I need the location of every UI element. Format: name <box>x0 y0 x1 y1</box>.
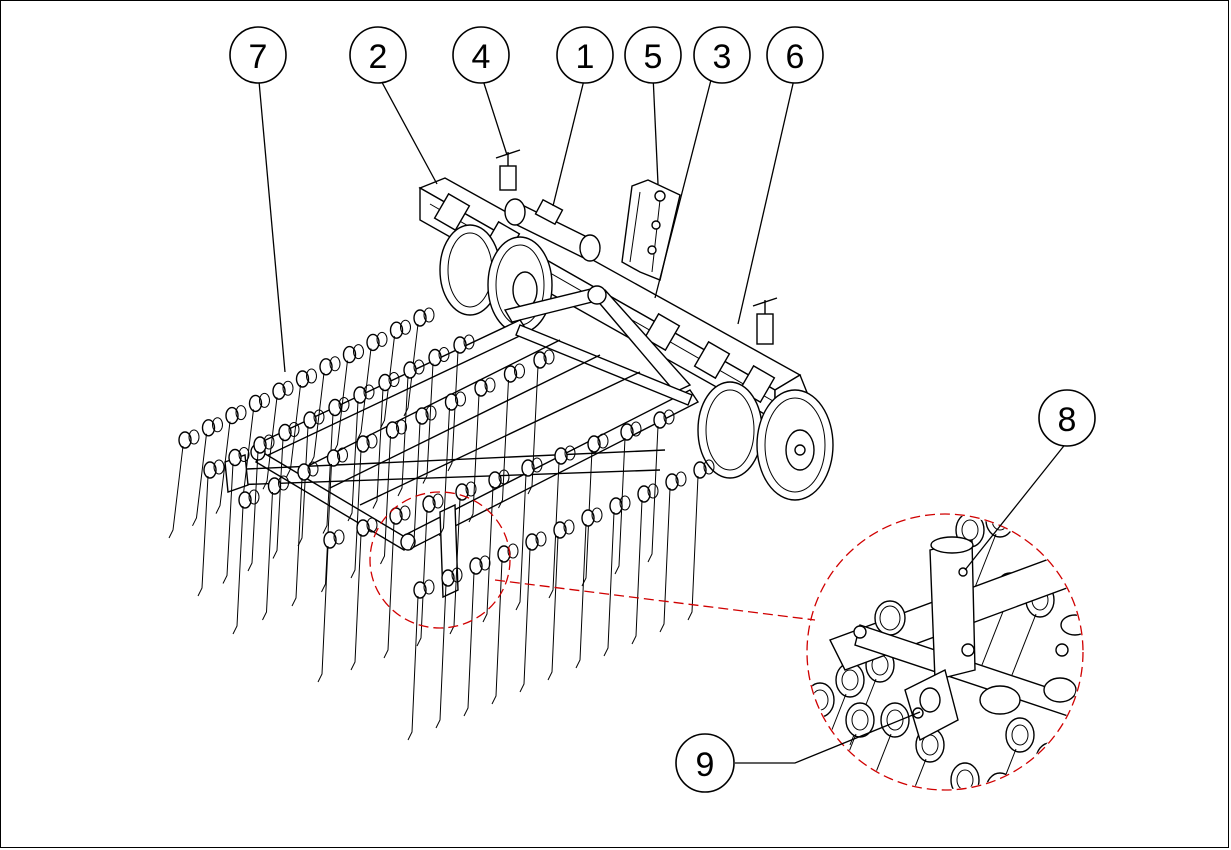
link-arms <box>503 285 692 393</box>
leader-9 <box>735 711 921 764</box>
depth-adjuster-right <box>752 297 778 345</box>
callout-1: 1 <box>556 26 614 84</box>
leader-2 <box>377 74 438 185</box>
leader-3 <box>654 75 713 299</box>
callout-6: 6 <box>766 26 824 84</box>
leader-5 <box>652 74 659 185</box>
callout-2: 2 <box>349 26 407 84</box>
tine-rows <box>168 307 715 741</box>
leader-lines <box>257 69 1068 764</box>
harrow-frame <box>224 319 700 599</box>
depth-adjuster-left <box>495 149 521 191</box>
callout-label-6: 6 <box>786 38 805 76</box>
hydraulic-cylinder <box>504 198 601 262</box>
callout-9: 9 <box>675 733 735 793</box>
leader-8 <box>964 441 1068 571</box>
detail-circle <box>806 513 1084 791</box>
callout-7: 7 <box>229 26 287 84</box>
detail-leader <box>494 579 816 621</box>
callout-3: 3 <box>693 26 751 84</box>
callout-label-3: 3 <box>713 38 732 76</box>
hitch-tower <box>621 179 681 281</box>
detail-source-circle <box>369 491 511 629</box>
callout-4: 4 <box>452 26 510 84</box>
callout-label-2: 2 <box>369 38 388 76</box>
leader-4 <box>480 73 508 156</box>
wheel-pair-right <box>697 381 834 501</box>
leader-7 <box>257 69 286 373</box>
callout-8: 8 <box>1038 389 1096 447</box>
callout-label-8: 8 <box>1058 401 1077 439</box>
callout-5: 5 <box>624 26 682 84</box>
callout-label-4: 4 <box>472 38 491 76</box>
callout-label-1: 1 <box>576 38 595 76</box>
detail-view <box>369 491 1084 791</box>
callout-label-9: 9 <box>696 746 715 784</box>
callout-label-5: 5 <box>644 38 663 76</box>
leader-6 <box>737 74 796 325</box>
callout-label-7: 7 <box>249 38 268 76</box>
leader-1 <box>552 75 586 207</box>
